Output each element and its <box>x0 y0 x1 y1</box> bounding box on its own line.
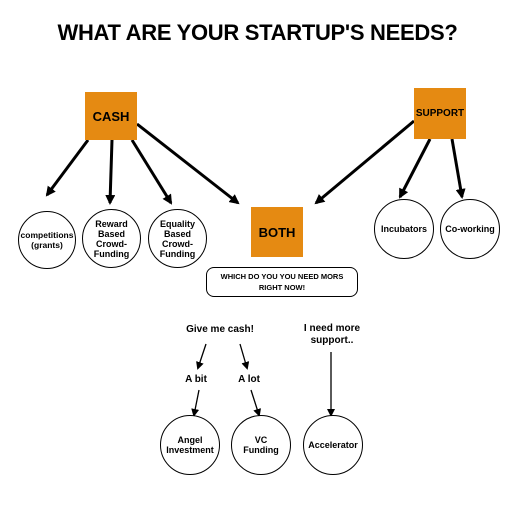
support-node: SUPPORT <box>414 88 466 139</box>
a-bit-label: A bit <box>185 374 207 385</box>
question-box: WHICH DO YOU YOU NEED MORS RIGHT NOW! <box>206 267 358 297</box>
arrow-support-both <box>314 119 415 205</box>
angel-investment-node: Angel Investment <box>160 415 220 475</box>
arrow-alot-vc <box>250 389 261 417</box>
incubators-label: Incubators <box>380 224 427 234</box>
competitions-node: competitions (grants) <box>18 211 76 269</box>
support-label: SUPPORT <box>415 108 465 119</box>
need-support-label: I need more support.. <box>303 323 361 346</box>
equality-crowdfunding-node: Equality Based Crowd-Funding <box>148 209 207 268</box>
question-label: WHICH DO YOU YOU NEED MORS RIGHT NOW! <box>220 272 344 292</box>
both-node: BOTH <box>251 207 303 257</box>
page-title: WHAT ARE YOUR STARTUP'S NEEDS? <box>57 20 458 45</box>
vc-funding-label: VC Funding <box>243 435 279 455</box>
coworking-label: Co-working <box>445 224 495 234</box>
angel-investment-label: Angel Investment <box>166 435 214 455</box>
arrow-givecash-abit <box>196 343 207 370</box>
arrow-cash-reward <box>105 139 116 205</box>
equality-crowdfunding-label: Equality Based Crowd-Funding <box>159 218 196 259</box>
a-lot-label: A lot <box>238 374 260 385</box>
arrow-support-incubators <box>398 138 432 199</box>
reward-crowdfunding-label: Reward Based Crowd-Funding <box>93 218 130 259</box>
incubators-node: Incubators <box>374 199 434 259</box>
cash-node: CASH <box>85 92 137 140</box>
arrow-support-coworking <box>450 138 466 199</box>
accelerator-node: Accelerator <box>303 415 363 475</box>
coworking-node: Co-working <box>440 199 500 259</box>
arrow-givecash-alot <box>239 343 250 370</box>
arrow-cash-competitions <box>45 139 90 197</box>
arrow-cash-both <box>136 122 240 205</box>
competitions-label: competitions (grants) <box>20 230 74 250</box>
give-cash-label: Give me cash! <box>186 324 254 335</box>
vc-funding-node: VC Funding <box>231 415 291 475</box>
both-label: BOTH <box>258 224 296 240</box>
arrow-abit-angel <box>191 389 200 417</box>
arrow-cash-equality <box>130 139 173 205</box>
cash-label: CASH <box>92 108 130 124</box>
accelerator-label: Accelerator <box>308 440 358 450</box>
reward-crowdfunding-node: Reward Based Crowd-Funding <box>82 209 141 268</box>
